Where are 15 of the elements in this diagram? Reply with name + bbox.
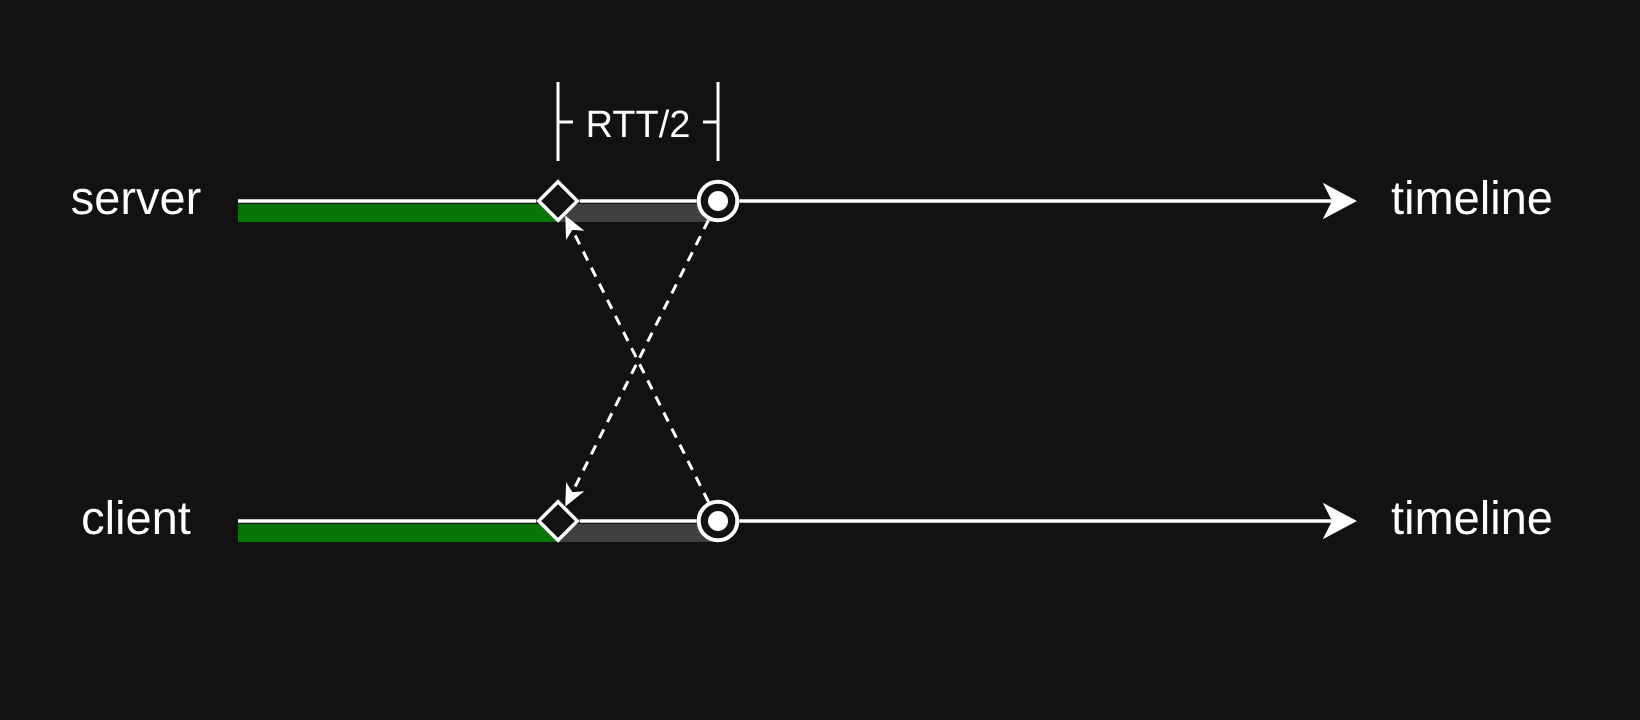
filled-bar [238,524,558,542]
axis-label: timeline [1391,499,1551,535]
filled-bar [238,204,558,222]
line [238,519,537,523]
line [579,199,697,203]
lane-label: server [72,188,201,215]
circle-marker [696,179,740,223]
diamond-marker [536,499,580,543]
dimension-label: RTT/2 [588,109,689,138]
axis-label: timeline [1391,179,1551,215]
line [238,199,537,203]
circle-marker [696,499,740,543]
line [579,519,697,523]
diamond-marker [536,179,580,223]
lane-label: client [83,499,191,535]
